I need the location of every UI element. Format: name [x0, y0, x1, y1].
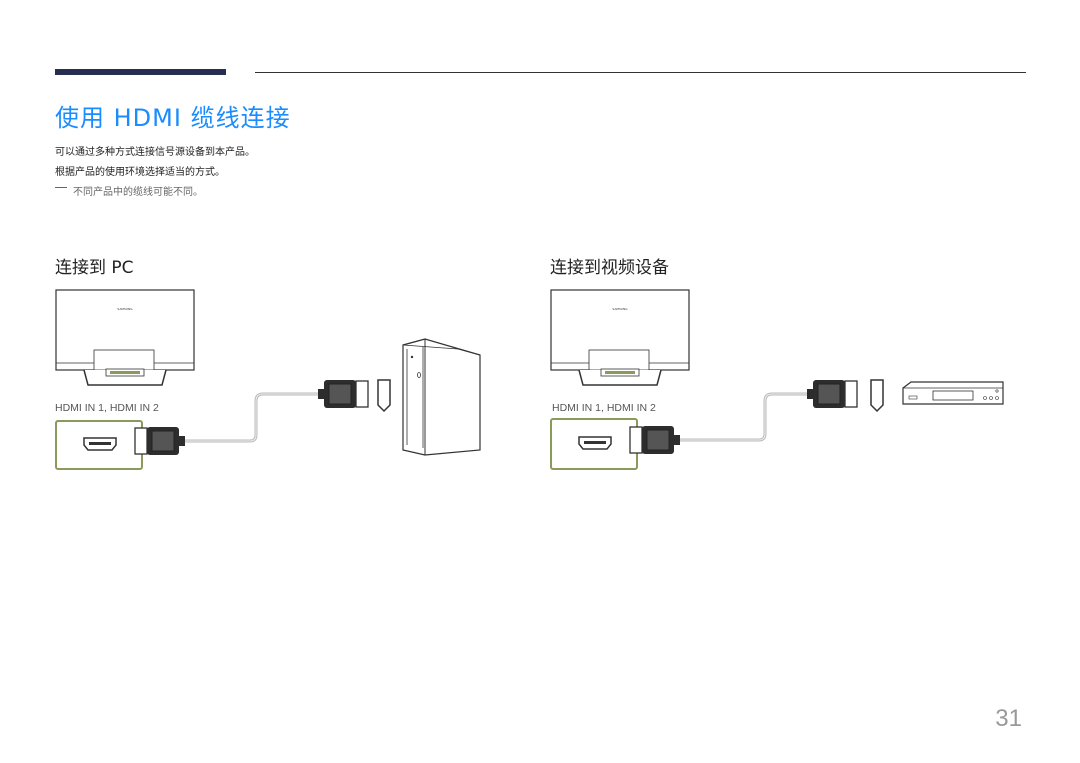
port-label-pc: HDMI IN 1, HDMI IN 2 — [55, 402, 159, 414]
section-title-video: 连接到视频设备 — [550, 258, 669, 278]
monitor-logo: SAMSUNG — [117, 307, 133, 311]
port-label-video: HDMI IN 1, HDMI IN 2 — [552, 402, 656, 414]
header-accent-bar — [55, 69, 226, 75]
hdmi-plug-pc — [318, 380, 369, 408]
hdmi-plug-monitor — [629, 426, 680, 454]
pc-connection-diagram: SAMSUNG — [55, 289, 481, 470]
hdmi-port-highlight — [55, 420, 143, 470]
hdmi-port-highlight — [550, 418, 638, 470]
note-text: 不同产品中的缆线可能不同。 — [73, 187, 203, 198]
monitor-illustration: SAMSUNG — [550, 289, 690, 386]
video-hdmi-port-icon — [870, 379, 884, 413]
hdmi-plug-video — [807, 380, 858, 408]
monitor-logo: SAMSUNG — [612, 307, 628, 311]
page-title: 使用 HDMI 缆线连接 — [55, 104, 291, 132]
section-title-pc: 连接到 PC — [55, 258, 134, 278]
page-number: 31 — [995, 705, 1022, 732]
note: 不同产品中的缆线可能不同。 — [55, 183, 203, 198]
video-connection-diagram: SAMSUNG — [550, 289, 1004, 470]
intro-line-1: 可以通过多种方式连接信号源设备到本产品。 — [55, 147, 255, 158]
note-dash-icon — [55, 186, 67, 188]
header-rule — [255, 72, 1026, 73]
monitor-illustration: SAMSUNG — [55, 289, 195, 386]
pc-hdmi-port-icon — [377, 379, 391, 413]
hdmi-plug-monitor — [134, 427, 185, 455]
pc-tower-illustration — [402, 338, 481, 456]
intro-line-2: 根据产品的使用环境选择适当的方式。 — [55, 167, 225, 178]
video-player-illustration — [902, 381, 1004, 405]
